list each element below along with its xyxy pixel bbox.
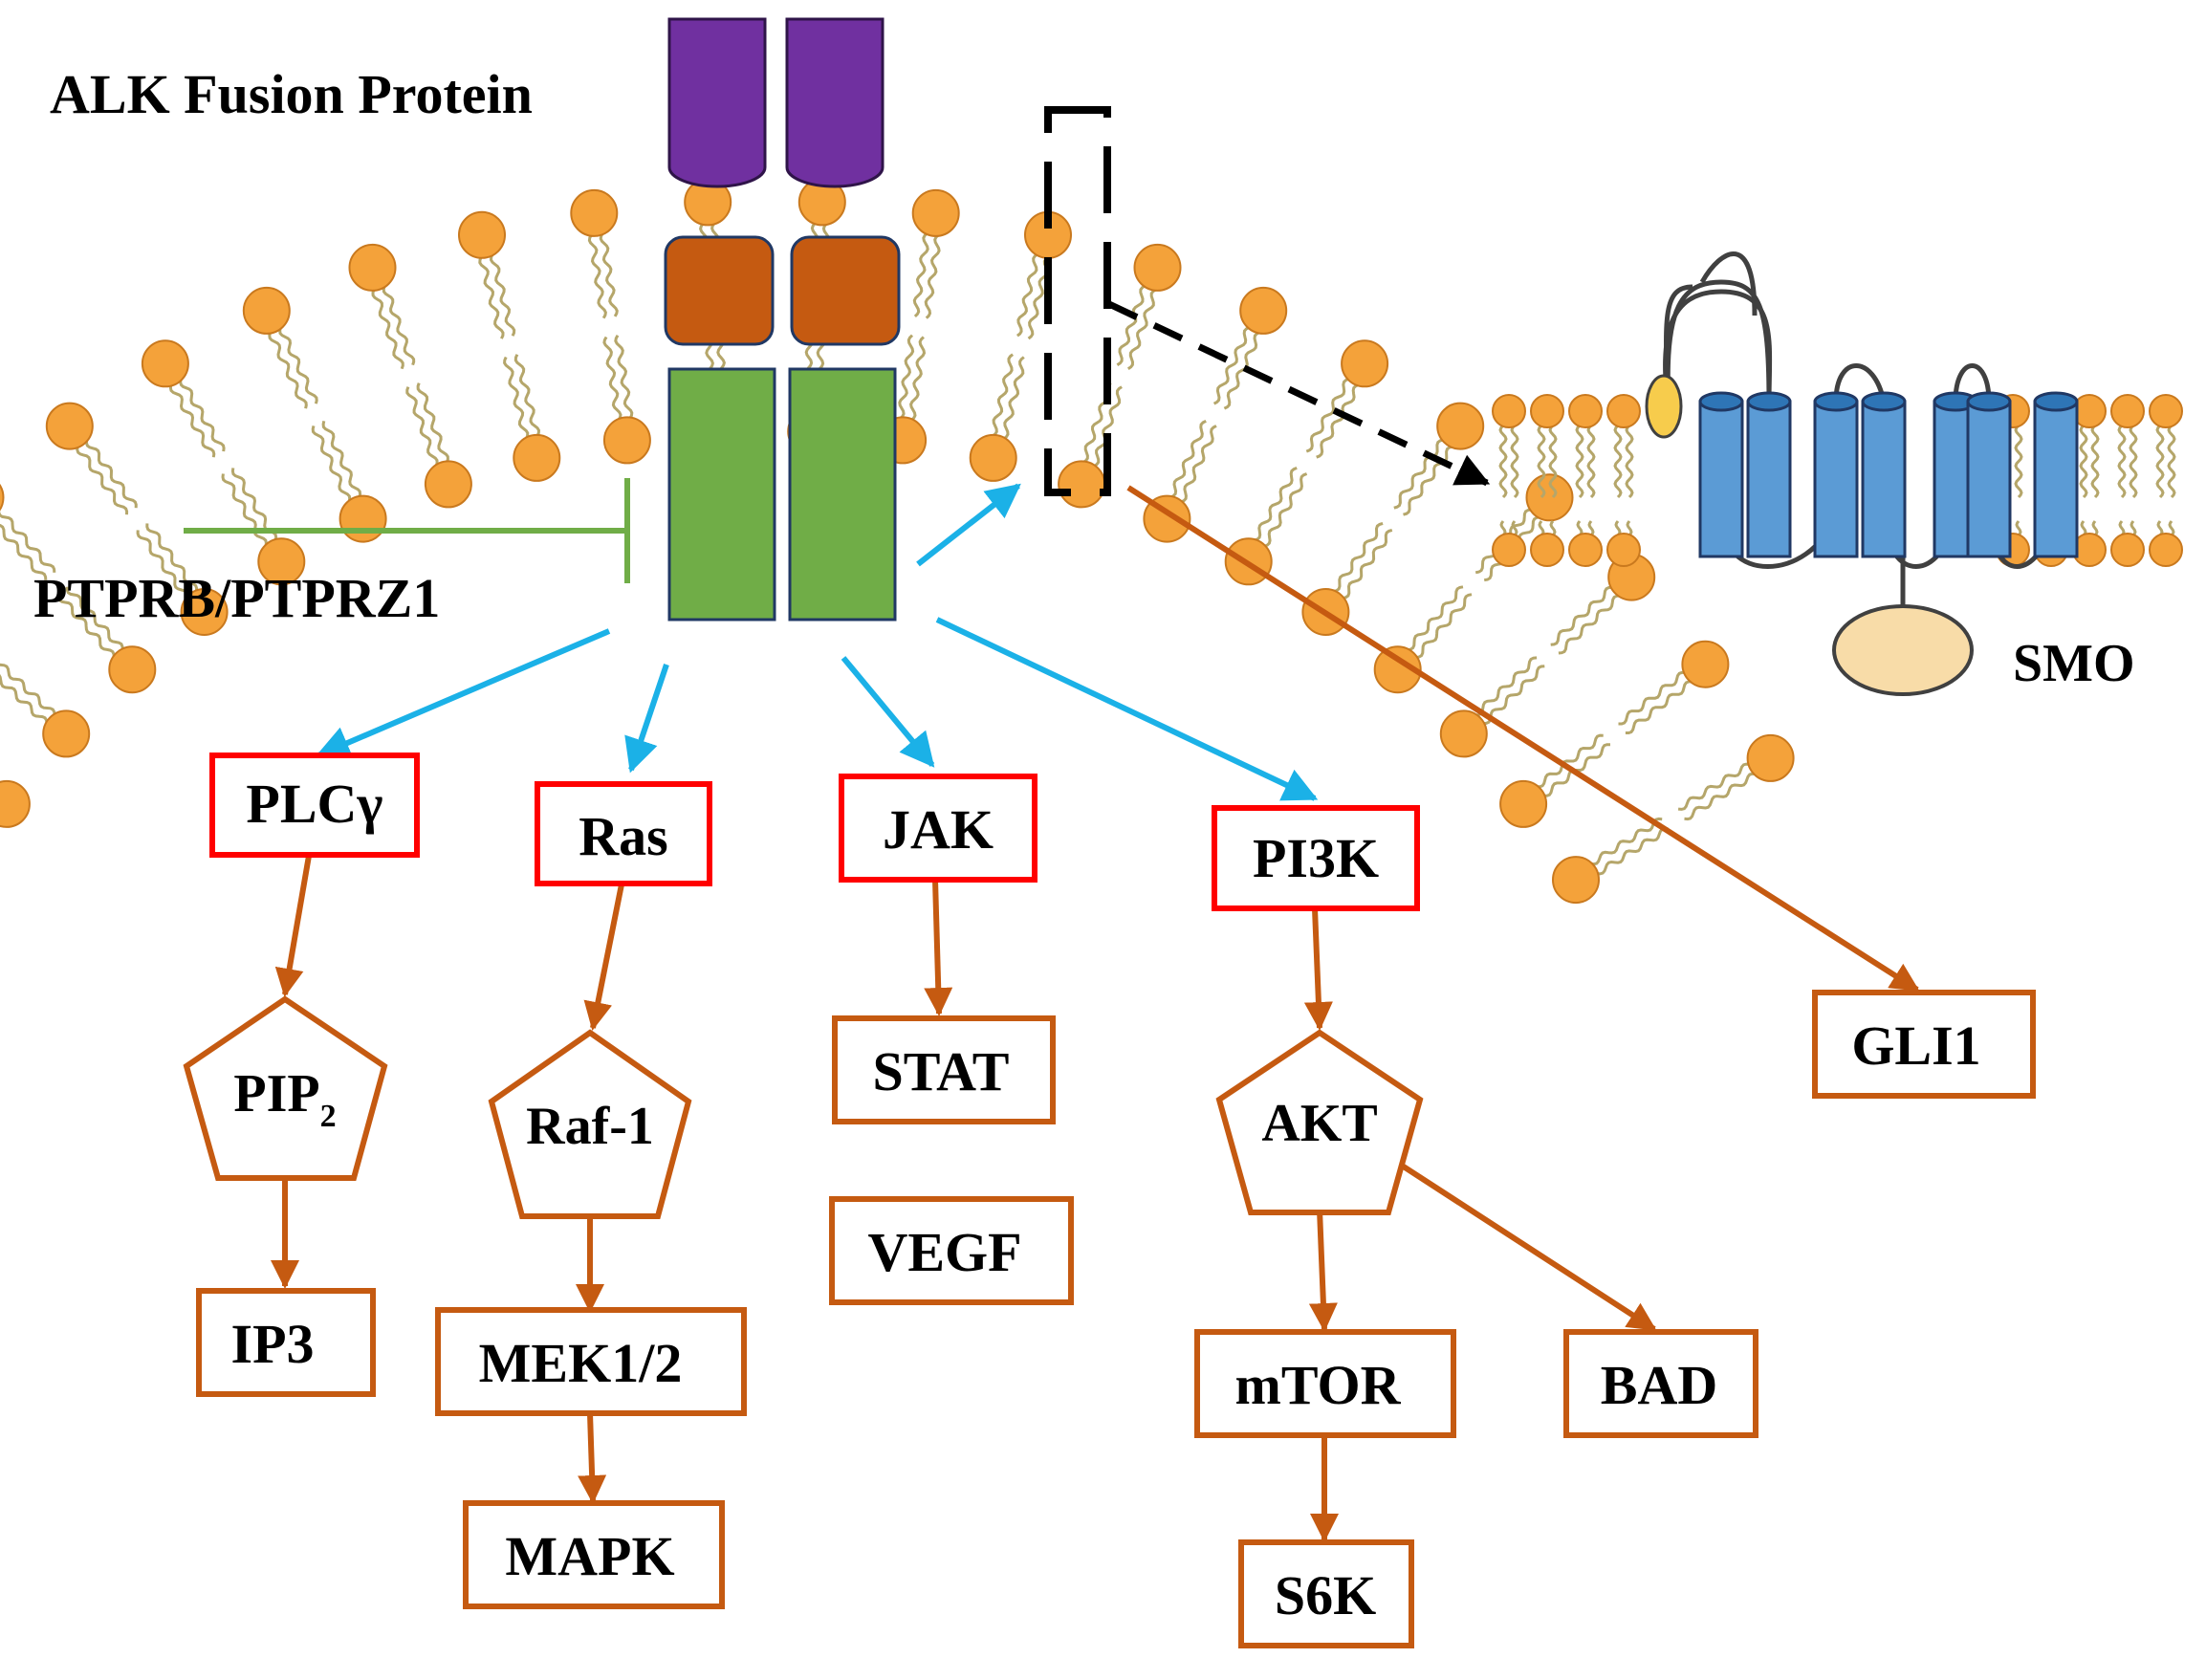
vegf-label: VEGF	[867, 1221, 1021, 1283]
dashed-arrow-to-smo	[1107, 300, 1491, 487]
kinase-domain-right	[788, 367, 897, 622]
gli1-label: GLI1	[1851, 1015, 1980, 1077]
pip2-main: PIP	[233, 1064, 319, 1124]
smo-helix-7	[2033, 391, 2079, 558]
s6k-label: S6K	[1275, 1564, 1376, 1626]
extracellular-domain-right	[785, 17, 885, 188]
pip2-subscript: 2	[320, 1099, 337, 1134]
smo-loops	[1664, 251, 2059, 569]
pip2-label: PIP2	[233, 1064, 336, 1134]
primary-effectors: PLCγ Ras JAK PI3K	[209, 753, 1420, 911]
arrow-alk-to-ras	[624, 664, 669, 774]
akt-label: AKT	[1261, 1094, 1377, 1153]
transmembrane-domain-left	[664, 235, 775, 346]
ip3-box	[196, 1288, 376, 1397]
ptprb-ptprz1-label: PTPRB/PTPRZ1	[33, 567, 440, 629]
smo-helix-4	[1861, 391, 1907, 558]
raf1-label: Raf-1	[526, 1097, 654, 1156]
alk-fusion-protein-dimer	[664, 17, 901, 622]
lipid-pair	[348, 243, 472, 509]
arrow-akt-to-mtor	[1308, 1209, 1338, 1332]
mek-box	[435, 1307, 747, 1416]
lipid-pair	[1439, 553, 1656, 758]
mapk-box	[463, 1500, 725, 1609]
ras-label: Ras	[579, 805, 667, 867]
smo-cysteine-rich-domain	[1645, 374, 1683, 439]
lipid-pair	[1499, 640, 1730, 828]
bad-label: BAD	[1601, 1354, 1717, 1416]
lipid-pair	[0, 663, 91, 758]
alk-fusion-protein-label: ALK Fusion Protein	[50, 63, 533, 125]
arrow-alk-to-membrane	[916, 483, 1021, 567]
cascade-arrows	[271, 485, 1920, 1542]
lipid-pair	[458, 210, 561, 482]
transmembrane-domain-right	[790, 235, 901, 346]
jak-box	[839, 774, 1037, 883]
lipid-pair	[45, 402, 229, 636]
lipid-pair	[242, 286, 387, 543]
pi3k-box	[1212, 805, 1420, 911]
lipid-pair	[1530, 394, 1564, 567]
smo-helix-2	[1746, 391, 1792, 558]
lipid-pair	[1373, 473, 1574, 694]
arrow-plcg-to-pip2	[274, 855, 312, 997]
arrow-alk-to-jak	[841, 656, 935, 768]
arrow-akt-to-bad	[1394, 1159, 1657, 1332]
lipid-pair	[1552, 733, 1795, 905]
pi3k-label: PI3K	[1253, 827, 1379, 889]
pip2-pentagon	[183, 995, 388, 1181]
arrow-jak-to-stat	[924, 879, 953, 1016]
smo-cterm-domain	[1832, 604, 1974, 696]
arrow-pi3k-to-akt	[1303, 907, 1333, 1031]
arrow-mek-to-mapk	[578, 1412, 607, 1504]
stat-label: STAT	[873, 1040, 1010, 1102]
smo-receptor	[1645, 251, 2079, 696]
lipid-pair	[2149, 394, 2183, 567]
plcg-box	[209, 753, 420, 858]
lipid-pair	[2110, 394, 2145, 567]
bad-box	[1563, 1329, 1758, 1438]
mtor-box	[1194, 1329, 1456, 1438]
smo-label: SMO	[2013, 634, 2135, 693]
lipid-pair	[1568, 394, 1603, 567]
activation-arrows	[315, 483, 1319, 801]
lipid-pair	[0, 779, 31, 828]
smo-helix-3	[1813, 391, 1859, 558]
ip3-label: IP3	[231, 1313, 315, 1375]
lipid-pair	[1606, 394, 1641, 567]
smo-helix-1	[1698, 391, 1744, 558]
kinase-domain-left	[667, 367, 776, 622]
s6k-box	[1238, 1539, 1414, 1648]
extracellular-domain-left	[667, 17, 767, 188]
lipid-pair	[0, 483, 157, 694]
jak-label: JAK	[883, 798, 994, 861]
mek-label: MEK1/2	[479, 1332, 683, 1394]
raf1-pentagon	[488, 1029, 692, 1219]
ras-box	[535, 781, 712, 886]
plcg-label: PLCγ	[246, 773, 382, 835]
downstream-nodes: IP3 MEK1/2 MAPK STAT VEGF mTOR BAD S6K G…	[196, 990, 2036, 1648]
arrow-ras-to-raf1	[583, 884, 624, 1031]
mapk-label: MAPK	[505, 1525, 674, 1587]
smo-extracellular-loop	[1663, 289, 1773, 412]
akt-pentagon	[1215, 1029, 1424, 1215]
arrow-alk-to-pi3k	[935, 617, 1319, 801]
lipid-pair	[1492, 394, 1526, 567]
smo-helix-6	[1966, 391, 2012, 558]
lipid-pair	[969, 210, 1072, 482]
gli1-box	[1812, 990, 2036, 1099]
arrow-alk-to-plcg	[315, 628, 611, 759]
lipid-pair	[1143, 286, 1288, 543]
vegf-box	[829, 1196, 1074, 1305]
pentagon-nodes: PIP2 Raf-1 AKT	[183, 995, 1424, 1219]
dashed-highlight-box	[1044, 106, 1111, 496]
inhibition-line	[184, 478, 630, 583]
lipid-pair	[1058, 243, 1182, 509]
mtor-label: mTOR	[1235, 1354, 1402, 1416]
lipid-pair	[570, 188, 651, 465]
arrow-membrane-to-gli1	[1126, 485, 1920, 993]
stat-box	[832, 1015, 1056, 1124]
lipid-pair	[1301, 402, 1485, 636]
